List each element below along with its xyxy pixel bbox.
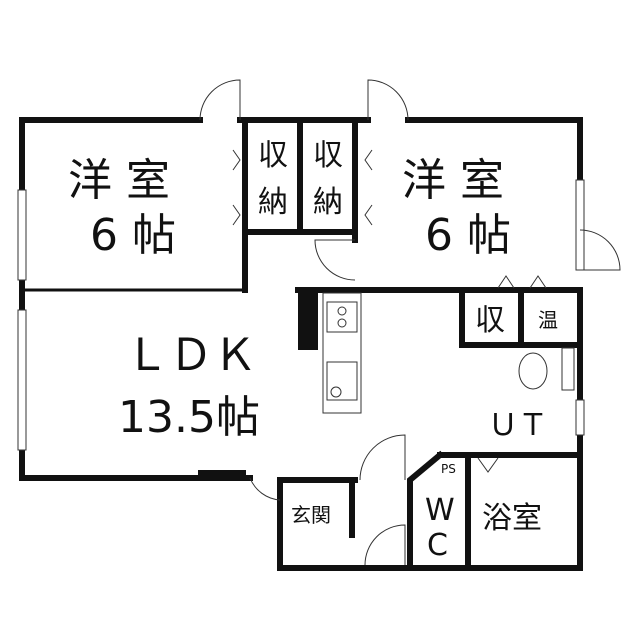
room-left-name: 洋 室 [68,155,170,206]
kitchen-counter [322,292,362,414]
room-right-size: 6 帖 [425,210,511,261]
window-left-upper [17,189,27,281]
bathroom-label: 浴室 [482,501,542,536]
closet-1-line1: 収 [258,138,288,173]
interior-walls [22,117,583,571]
utility-label: ＵＴ [488,408,548,443]
ldk-name: ＬＤＫ [125,330,257,381]
storage-label: 収 [475,303,505,338]
pipe-space-label: PS [441,462,456,476]
closet-2-line1: 収 [313,138,343,173]
ldk-size: 13.5帖 [118,392,260,443]
room-left-size: 6 帖 [90,210,176,261]
window-ut [575,399,585,436]
closet-2-line2: 納 [313,185,343,220]
washbasin [518,352,548,390]
window-left-lower [17,309,27,451]
water-heater-label: 温 [538,308,558,332]
closet-1-line2: 納 [258,185,288,220]
washer-space [561,347,575,391]
entrance-label: 玄関 [291,503,331,527]
toilet-label-c: C [427,528,448,563]
toilet-label-w: W [425,493,455,528]
doors [199,79,621,566]
room-right-name: 洋 室 [402,155,504,206]
window-right [575,179,585,271]
fridge-space [298,290,318,350]
window-ldk-bottom [198,470,246,478]
